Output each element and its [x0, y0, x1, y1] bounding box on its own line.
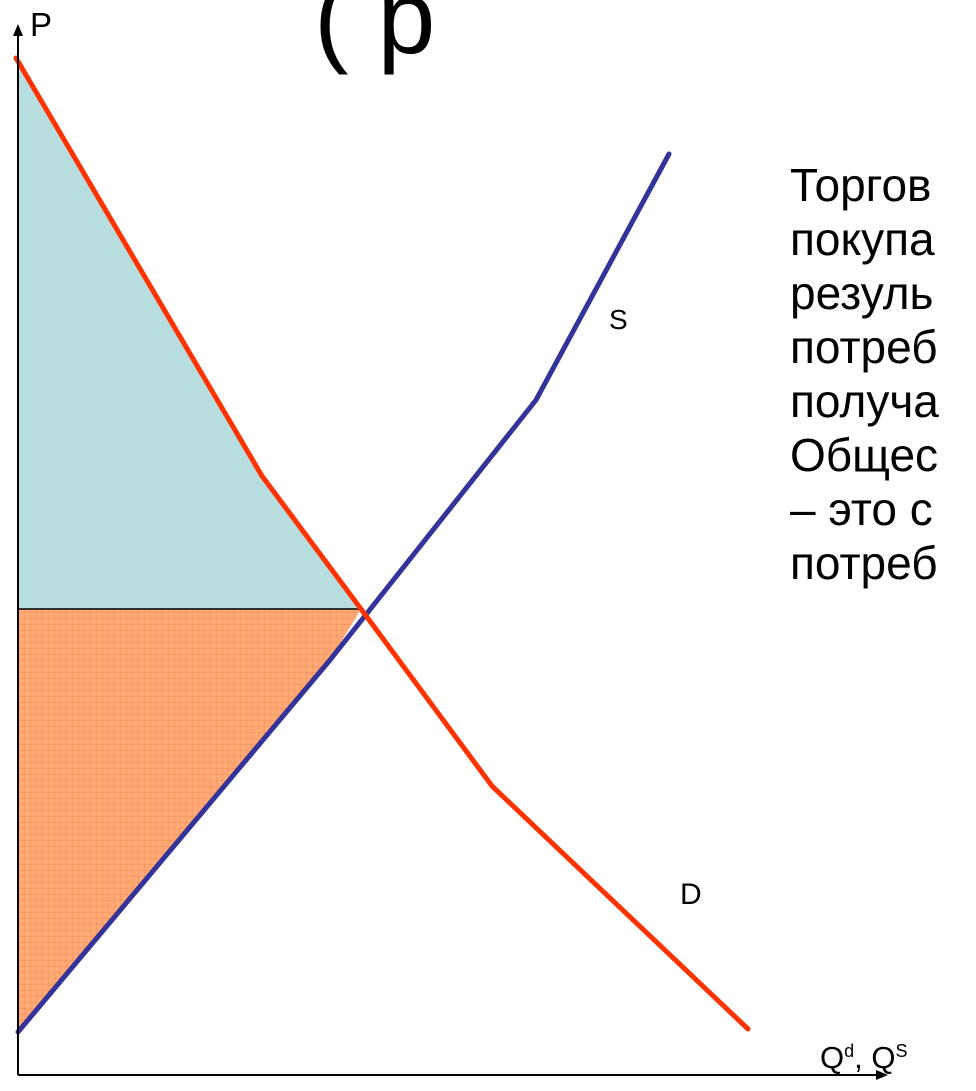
explanation-line: потреб: [790, 537, 938, 589]
x-axis-label: Qd, QS: [820, 1042, 908, 1073]
demand-curve: [13, 55, 751, 1032]
explanation-text-fragment: Торгов покупа резуль потреб получа Общес…: [790, 158, 976, 590]
quantity-supplied-label: Q: [871, 1040, 896, 1075]
quantity-demanded-label: Q: [820, 1040, 845, 1075]
quantity-supplied-superscript: S: [895, 1041, 908, 1061]
explanation-line: покупа: [790, 213, 935, 265]
demand-curve-label: D: [680, 878, 702, 911]
explanation-line: Торгов: [790, 159, 932, 211]
consumer-surplus-area: [18, 58, 361, 609]
explanation-line: резуль: [790, 267, 934, 319]
supply-curve-label: S: [609, 304, 628, 335]
y-axis-arrow-icon: [13, 24, 23, 36]
title-fragment: ( р: [314, 0, 436, 76]
x-axis-arrow-icon: [876, 1070, 888, 1080]
quantity-demanded-superscript: d: [844, 1041, 855, 1061]
axis-label-separator: ,: [854, 1040, 863, 1075]
y-axis-label: P: [30, 6, 53, 43]
explanation-line: потреб: [790, 321, 938, 373]
supply-curve: [15, 151, 672, 1035]
explanation-line: Общес: [790, 429, 939, 481]
explanation-line: – это с: [790, 483, 933, 535]
explanation-line: получа: [790, 375, 939, 427]
